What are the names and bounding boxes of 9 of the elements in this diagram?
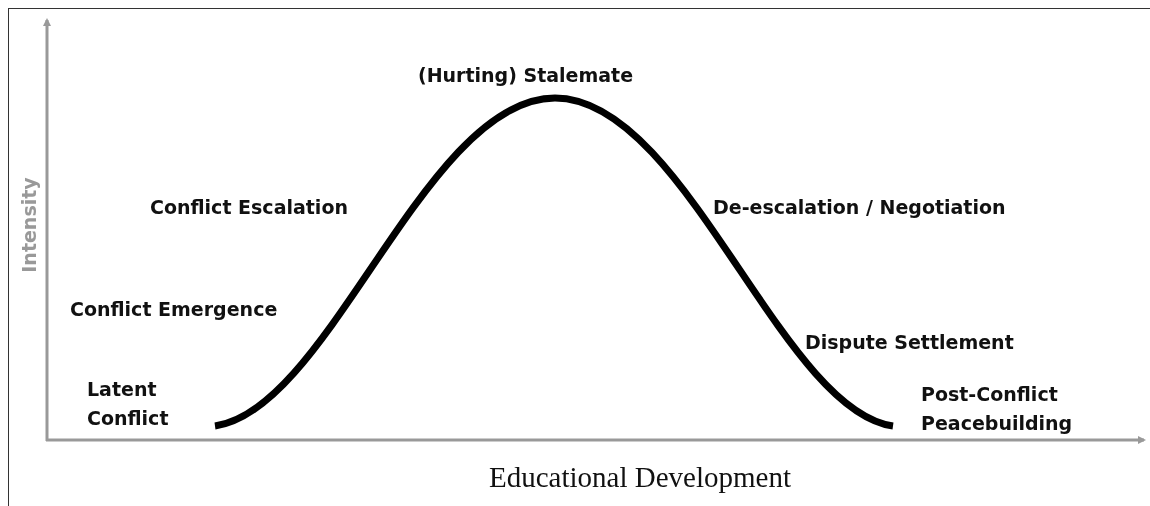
axis-title: Educational Development [489,462,791,492]
axis-title: Intensity [16,177,41,273]
stage-label: Conflict Escalation [150,195,348,220]
stage-label: De-escalation / Negotiation [713,195,1006,220]
stage-label: (Hurting) Stalemate [418,63,634,88]
stage-label: Post-Conflict Peacebuilding [921,382,1074,436]
stage-label: Latent Conflict [87,377,170,431]
stage-label: Dispute Settlement [805,330,1014,355]
stage-label: Conflict Emergence [70,297,278,322]
